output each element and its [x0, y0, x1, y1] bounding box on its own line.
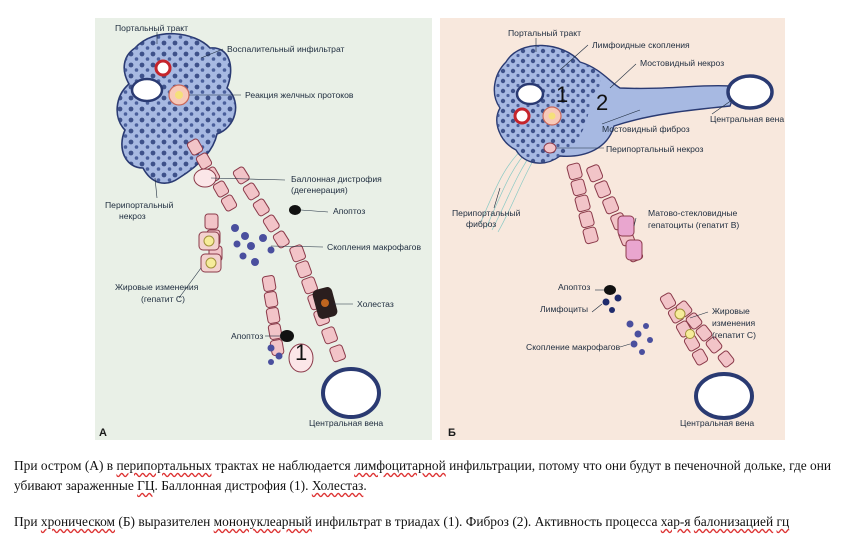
- hepatic-artery: [154, 59, 172, 77]
- label-macrophage-cluster: Скопление макрофагов: [526, 342, 621, 352]
- macrophage-clusters: [626, 320, 653, 355]
- caption-spellcheck-word: гц: [776, 514, 790, 529]
- label-central-vein: Центральная вена: [309, 418, 383, 428]
- portal-tract-shape: [493, 44, 733, 164]
- caption-spellcheck-word: балонизацией: [693, 514, 774, 529]
- caption-chronic: При хроническом (Б) выразителен мононукл…: [14, 512, 854, 532]
- panel-b: Портальный тракт Лимфоидные скопления Мо…: [440, 18, 785, 440]
- caption-text: При: [14, 514, 41, 529]
- label-periportal-fibrosis-2: фиброз: [466, 219, 496, 229]
- handwritten-2: 2: [596, 90, 608, 115]
- label-cholestasis: Холестаз: [357, 299, 394, 309]
- label-central-vein-top: Центральная вена: [710, 114, 784, 124]
- bile-duct: [542, 106, 562, 126]
- apoptotic-body-bottom: [280, 330, 294, 342]
- label-central-vein-bottom: Центральная вена: [680, 418, 754, 428]
- cholestasis: [312, 287, 338, 319]
- label-lymphocytes: Лимфоциты: [540, 304, 588, 314]
- label-fatty-2: изменения: [712, 318, 755, 328]
- label-apoptosis-top: Апоптоз: [333, 206, 365, 216]
- portal-vein: [130, 77, 164, 103]
- caption-text: инфильтрат в триадах (1). Фиброз (2). Ак…: [311, 514, 661, 529]
- panel-b-letter: Б: [448, 427, 456, 439]
- caption-text: . Баллонная дистрофия (1).: [154, 478, 312, 493]
- label-bridging-fibrosis: Мостовидный фиброз: [602, 124, 690, 134]
- caption-text: (Б) выразителен: [115, 514, 214, 529]
- label-bridging-necrosis: Мостовидный некроз: [640, 58, 724, 68]
- portal-vein: [515, 82, 545, 106]
- caption-spellcheck-word: Холестаз: [311, 478, 364, 493]
- label-balloon-dystrophy: Баллонная дистрофия: [291, 174, 382, 184]
- label-fatty-1: Жировые: [712, 306, 750, 316]
- macrophage-clusters: [231, 224, 283, 365]
- central-vein-top: [726, 74, 774, 110]
- bile-duct: [168, 84, 190, 106]
- caption-text: .: [363, 478, 367, 493]
- label-inflammatory-infiltrate: Воспалительный инфильтрат: [227, 44, 345, 54]
- label-periportal: Перипортальный: [105, 200, 174, 210]
- fatty-cells: [198, 231, 222, 273]
- label-hepatitis-c: (гепатит С): [141, 294, 185, 304]
- label-bile-duct-reaction: Реакция желчных протоков: [245, 90, 354, 100]
- handwritten-1: 1: [295, 340, 307, 365]
- caption-acute: При остром (А) в перипортальных трактах …: [14, 456, 854, 496]
- label-fatty-changes: Жировые изменения: [115, 282, 199, 292]
- panel-a-diagram: Портальный тракт Воспалительный инфильтр…: [99, 23, 421, 439]
- apoptotic-body-top: [289, 205, 301, 215]
- periportal-necrosis-cell: [543, 142, 557, 154]
- lymphocytes: [602, 294, 622, 313]
- label-macrophage-clusters: Скопления макрофагов: [327, 242, 421, 252]
- label-lymphoid-clusters: Лимфоидные скопления: [592, 40, 690, 50]
- caption-text: инфильтрации, потому что они будут в печ…: [14, 458, 832, 493]
- panel-b-diagram: Портальный тракт Лимфоидные скопления Мо…: [448, 28, 784, 439]
- panel-a: Портальный тракт Воспалительный инфильтр…: [95, 18, 432, 440]
- caption-spellcheck-word: мононуклеарный: [213, 514, 312, 529]
- hepatic-artery: [513, 107, 531, 125]
- label-ground-glass-1: Матово-стекловидные: [648, 208, 738, 218]
- label-portal-tract: Портальный тракт: [508, 28, 581, 38]
- label-necrosis: некроз: [119, 211, 146, 221]
- label-apoptosis-bottom: Апоптоз: [231, 331, 263, 341]
- caption-spellcheck-word: перипортальных: [116, 458, 212, 473]
- label-fatty-3: (гепатит С): [712, 330, 756, 340]
- label-degeneration: (дегенерация): [291, 185, 348, 195]
- label-periportal-necrosis: Перипортальный некроз: [606, 144, 704, 154]
- panel-a-letter: А: [99, 427, 107, 439]
- fatty-cells: [674, 308, 695, 339]
- caption-spellcheck-word: ГЦ: [137, 478, 155, 493]
- caption-spellcheck-word: лимфоцитарной: [354, 458, 446, 473]
- caption-text: При остром (А) в: [14, 458, 117, 473]
- ground-glass-hepatocytes: [617, 215, 643, 261]
- balloon-cell-lower: [288, 343, 314, 373]
- central-vein-bottom: [694, 372, 754, 420]
- caption-spellcheck-word: хар-я: [660, 514, 691, 529]
- label-ground-glass-2: гепатоциты (гепатит В): [648, 220, 739, 230]
- caption-spellcheck-word: хроническом: [40, 514, 116, 529]
- central-vein: [321, 367, 381, 419]
- portal-tract-shape: [116, 32, 237, 184]
- caption-text: трактах не наблюдается: [211, 458, 355, 473]
- label-apoptosis: Апоптоз: [558, 282, 590, 292]
- handwritten-1: 1: [556, 82, 568, 107]
- label-periportal-fibrosis-1: Перипортальный: [452, 208, 521, 218]
- apoptotic-body: [604, 285, 616, 295]
- label-portal-tract: Портальный тракт: [115, 23, 188, 33]
